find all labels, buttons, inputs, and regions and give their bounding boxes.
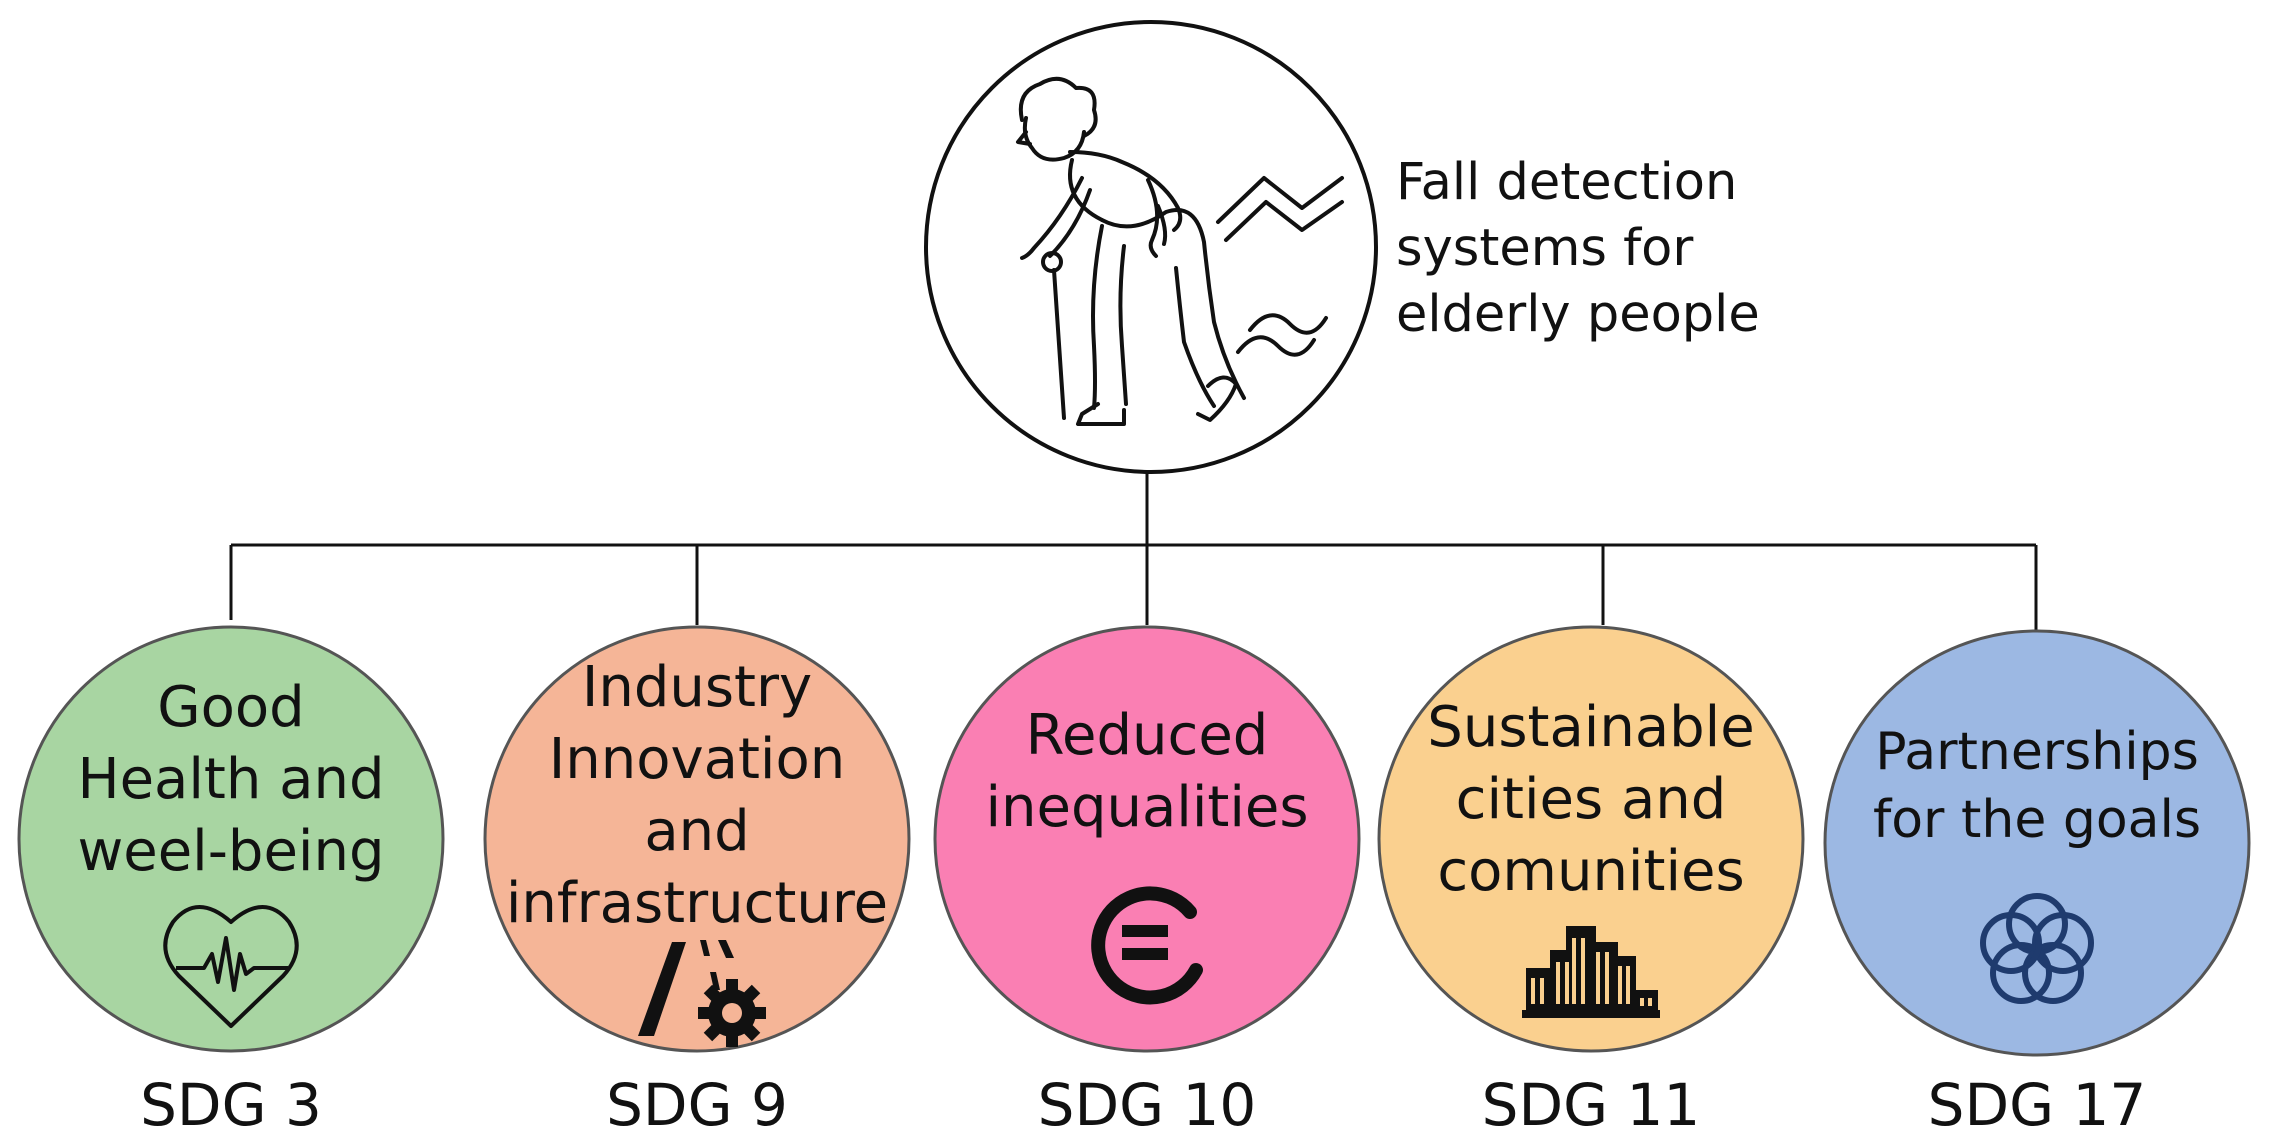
sdg11-code: SDG 11 — [1481, 1071, 1701, 1139]
sdg17-circle — [1823, 629, 2251, 1057]
sdg3-code: SDG 3 — [140, 1071, 322, 1139]
sdg10-circle — [933, 625, 1361, 1053]
goal-label-line: for the goals — [1872, 790, 2202, 850]
connector-lines — [229, 472, 2038, 630]
sdg11-circle — [1377, 625, 1805, 1053]
road-gear-icon — [638, 940, 766, 1047]
goal-label-line: Industry — [581, 655, 813, 720]
goal-label-line: comunities — [1437, 839, 1745, 904]
root-label: Fall detection systems for elderly peopl… — [1396, 150, 1760, 348]
goal-label-line: inequalities — [985, 775, 1309, 840]
goal-label-line: Good — [157, 675, 305, 740]
equals-circle-icon — [1091, 886, 1203, 1005]
goal-nodes — [17, 625, 2251, 1057]
sdg9-circle — [483, 625, 911, 1053]
sdg10-label: Reduced inequalities — [947, 700, 1347, 844]
goal-label-line: Innovation — [548, 727, 846, 792]
sdg17-label: Partnerships for the goals — [1837, 718, 2237, 854]
goal-label-line: Partnerships — [1875, 722, 2199, 782]
elderly-person-falling-icon — [1016, 76, 1344, 426]
sdg3-circle — [17, 625, 445, 1053]
goal-label-line: Sustainable — [1427, 695, 1755, 760]
goal-label-line: Health and — [77, 747, 385, 812]
goal-label-line: cities and — [1455, 767, 1727, 832]
goal-label-line: weel-being — [77, 819, 385, 884]
city-buildings-icon — [1522, 926, 1660, 1018]
sdg9-label: Industry Innovation and infrastructure — [497, 652, 897, 940]
goal-label-line: Reduced — [1025, 703, 1269, 768]
goal-label-line: and — [644, 799, 750, 864]
root-node — [924, 20, 1378, 474]
root-label-line: systems for — [1396, 219, 1694, 278]
root-label-line: elderly people — [1396, 285, 1760, 344]
root-label-line: Fall detection — [1396, 153, 1738, 212]
interlocking-rings-flower-icon — [1980, 893, 2094, 1004]
sdg17-code: SDG 17 — [1927, 1071, 2147, 1139]
sdg3-label: Good Health and weel-being — [31, 672, 431, 888]
heart-heartbeat-icon — [163, 905, 299, 1028]
sdg11-label: Sustainable cities and comunities — [1391, 692, 1791, 908]
sdg9-code: SDG 9 — [606, 1071, 788, 1139]
sdg10-code: SDG 10 — [1037, 1071, 1257, 1139]
goal-label-line: infrastructure — [505, 871, 889, 936]
